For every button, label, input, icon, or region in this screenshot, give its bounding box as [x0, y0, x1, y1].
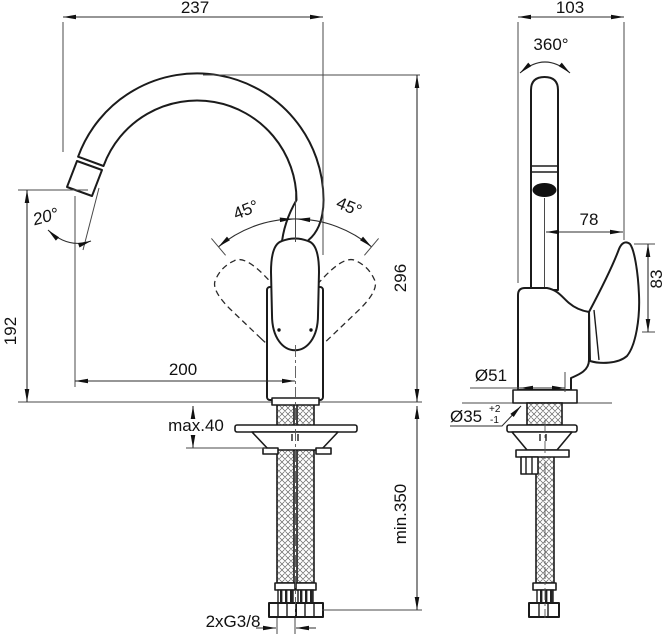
dim-label-296: 296	[391, 264, 410, 292]
hose-fittings-front	[268, 582, 324, 618]
dim-label-360: 360°	[533, 35, 568, 54]
mounting-front	[234, 424, 358, 455]
dim-label-g38: 2xG3/8	[206, 612, 261, 631]
handle-front	[270, 237, 320, 352]
dim-label-192: 192	[1, 317, 20, 345]
dim-label-d51: Ø51	[475, 366, 507, 385]
front-view: 237 296 192 20° 45° 45° 20	[1, 0, 422, 634]
dim-label-45-right: 45°	[334, 193, 365, 220]
dim-label-d35: Ø35	[450, 407, 482, 426]
dim-label-45-left: 45°	[230, 196, 261, 223]
dim-label-83: 83	[647, 270, 666, 289]
dimensions-side: 103 360° 78 83 Ø51 Ø35 +2 -1	[450, 0, 666, 427]
aerator-front	[66, 160, 103, 197]
dim-label-d35-tol-lower: -1	[490, 415, 499, 426]
dim-label-78: 78	[580, 210, 599, 229]
base-ring-side	[512, 389, 578, 404]
dim-label-d35-tol-upper: +2	[489, 404, 501, 415]
handle-dot-right	[309, 328, 313, 332]
aerator-side	[532, 183, 557, 197]
side-view: 103 360° 78 83 Ø51 Ø35 +2 -1	[450, 0, 666, 618]
dim-label-20deg: 20°	[30, 204, 61, 229]
handle-dot-left	[277, 328, 281, 332]
spout-front	[77, 72, 325, 253]
dim-label-min350: min.350	[391, 484, 410, 544]
dim-label-200: 200	[169, 360, 197, 379]
dim-label-237: 237	[181, 0, 209, 17]
dim-label-103: 103	[556, 0, 584, 17]
handle-side	[588, 241, 641, 364]
shank-side	[526, 402, 563, 426]
mounting-side	[506, 424, 578, 475]
body-side	[517, 287, 590, 391]
hose-fitting-side	[528, 582, 560, 618]
dim-label-max40: max.40	[168, 416, 224, 435]
